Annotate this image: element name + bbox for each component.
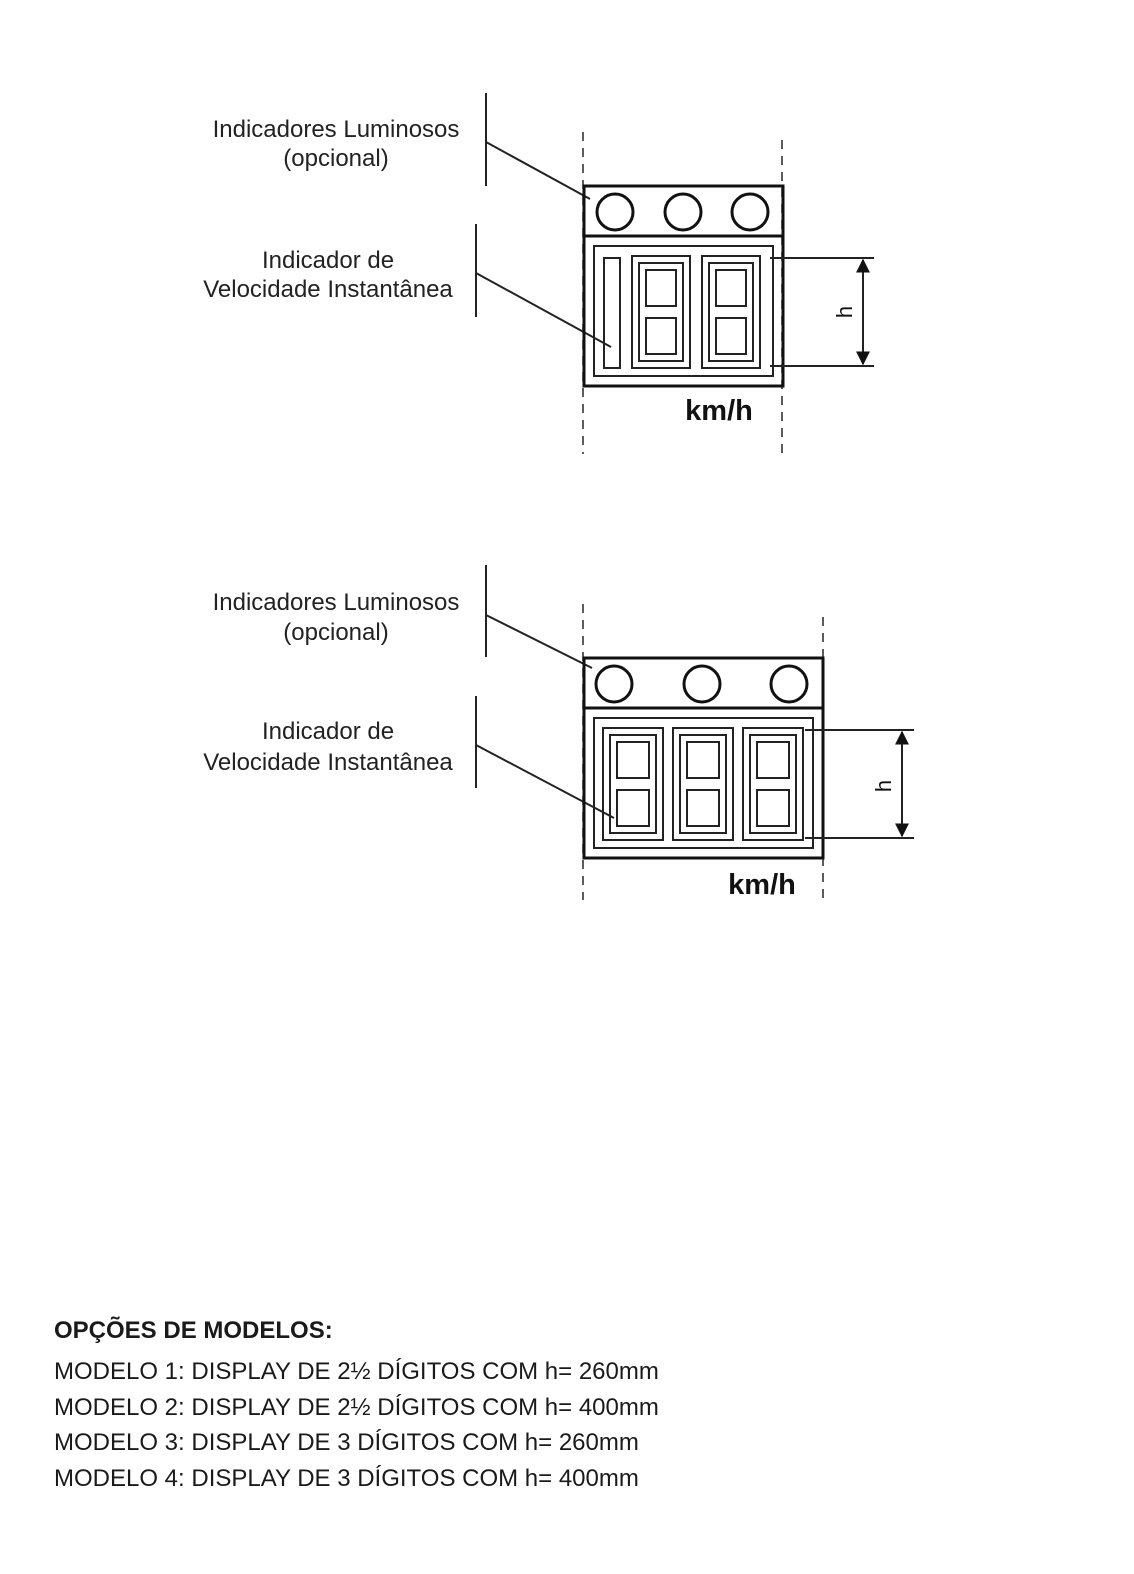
label-speed-line2: Velocidade Instantânea (203, 749, 453, 776)
label-speed-line1: Indicador de (262, 247, 394, 274)
label-lights-line1: Indicadores Luminosos (213, 589, 460, 616)
speed-display-diagrams: Indicadores Luminosos (opcional) Indicad… (203, 93, 914, 901)
light-indicator-2 (682, 664, 722, 704)
dimension-label-h: h (832, 306, 857, 318)
model-option-item: MODELO 3: DISPLAY DE 3 DÍGITOS COM h= 26… (54, 1429, 639, 1456)
model-options: OPÇÕES DE MODELOS: MODELO 1: DISPLAY DE … (54, 1316, 954, 1496)
leader-line-lights (485, 141, 591, 200)
display-panel (582, 706, 825, 860)
model-options-title: OPÇÕES DE MODELOS: (54, 1317, 333, 1344)
leader-line-speed (475, 272, 612, 348)
model-option-item: MODELO 2: DISPLAY DE 2½ DÍGITOS COM h= 4… (54, 1393, 659, 1421)
digit-1 (631, 255, 691, 369)
display-panel (582, 234, 785, 388)
digit-2 (672, 727, 734, 841)
display-inner-frame (593, 717, 814, 849)
diagram-2-and-half-digits: Indicadores Luminosos (opcional) Indicad… (203, 93, 874, 454)
light-indicator-3 (730, 192, 770, 232)
display-inner-frame (593, 245, 774, 377)
label-lights-line2: (opcional) (283, 619, 388, 646)
digit-2 (701, 255, 761, 369)
model-option-item: MODELO 4: DISPLAY DE 3 DÍGITOS COM h= 40… (54, 1464, 639, 1492)
label-speed-line1: Indicador de (262, 718, 394, 745)
half-digit-segment (603, 257, 621, 369)
model-options-list: MODELO 1: DISPLAY DE 2½ DÍGITOS COM h= 2… (54, 1354, 954, 1496)
label-speed-line2: Velocidade Instantânea (203, 276, 453, 303)
digit-3 (742, 727, 804, 841)
label-lights-line2: (opcional) (283, 145, 388, 172)
leader-line-speed (475, 744, 615, 819)
digit-1 (602, 727, 664, 841)
unit-label: km/h (728, 869, 796, 901)
label-lights-line1: Indicadores Luminosos (213, 116, 460, 143)
light-indicator-2 (663, 192, 703, 232)
model-option-item: MODELO 1: DISPLAY DE 2½ DÍGITOS COM h= 2… (54, 1358, 659, 1385)
light-indicator-1 (595, 192, 635, 232)
dimension-label-h: h (871, 780, 896, 792)
light-indicator-3 (769, 664, 809, 704)
unit-label: km/h (685, 395, 753, 427)
leader-line-lights (485, 614, 593, 669)
diagram-3-digits: Indicadores Luminosos (opcional) Indicad… (203, 565, 914, 901)
light-indicator-1 (594, 664, 634, 704)
